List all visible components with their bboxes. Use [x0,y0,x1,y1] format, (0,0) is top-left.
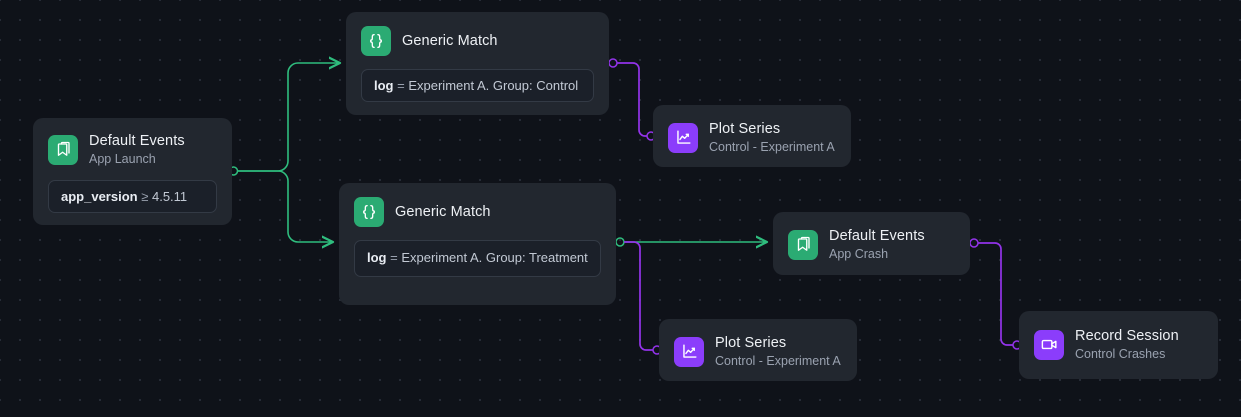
node-title: Plot Series [715,335,787,351]
node-title: Default Events [829,228,925,244]
condition-chip[interactable]: log = Experiment A. Group: Control [361,69,594,102]
node-titles: Plot Series Control - Experiment A [715,334,841,369]
node-header: Generic Match [354,197,601,227]
node-subtitle: App Crash [829,247,889,261]
chip-value: Experiment A. Group: Treatment [401,250,588,265]
chip-value: 4.5.11 [151,189,188,204]
node-titles: Default Events App Launch [89,132,185,167]
edge-match-control-to-plot-top [608,58,656,141]
chip-operator: = [397,78,405,93]
node-subtitle: Control Crashes [1075,347,1166,361]
edge-crash-to-record-session [969,238,1022,350]
node-titles: Record Session Control Crashes [1075,327,1179,362]
curly-braces-icon [361,26,391,56]
node-generic-match-control[interactable]: Generic Match log = Experiment A. Group:… [346,12,609,115]
node-default-events-crash[interactable]: Default Events App Crash [773,212,970,275]
node-header: Record Session Control Crashes [1034,327,1203,362]
node-titles: Plot Series Control - Experiment A [709,120,835,155]
node-title: Default Events [89,133,185,149]
node-header: Default Events App Crash [788,227,955,262]
condition-chip[interactable]: app_version ≥ 4.5.11 [48,180,217,213]
bookmark-icon [48,134,78,165]
chip-operator: ≥ [141,189,149,204]
node-header: Generic Match [361,26,594,56]
node-header: Default Events App Launch [48,132,217,167]
node-generic-match-treatment[interactable]: Generic Match log = Experiment A. Group:… [339,183,616,305]
edge-match-treatment-to-plot-bottom [624,241,662,355]
edge-launch-to-match-control [228,63,341,176]
node-header: Plot Series Control - Experiment A [674,334,842,369]
node-record-session[interactable]: Record Session Control Crashes [1019,311,1218,379]
node-plot-series-top[interactable]: Plot Series Control - Experiment A [653,105,851,167]
node-subtitle: App Launch [89,152,156,166]
node-titles: Default Events App Crash [829,227,925,262]
node-title: Record Session [1075,328,1179,344]
node-header: Plot Series Control - Experiment A [668,120,836,155]
chip-operator: = [390,250,398,265]
line-chart-icon [668,122,698,153]
video-camera-icon [1034,329,1064,360]
node-subtitle: Control - Experiment A [715,354,841,368]
node-titles: Generic Match [395,203,491,221]
node-titles: Generic Match [402,32,498,50]
chip-key: app_version [61,189,138,204]
edge-match-treatment-to-crash [615,238,767,246]
chip-key: log [374,78,394,93]
curly-braces-icon [354,197,384,227]
line-chart-icon [674,336,704,367]
condition-chip[interactable]: log = Experiment A. Group: Treatment [354,240,601,277]
node-plot-series-bottom[interactable]: Plot Series Control - Experiment A [659,319,857,381]
node-title: Generic Match [395,204,491,220]
node-title: Plot Series [709,121,781,137]
edge-launch-to-match-treatment [237,170,333,242]
node-default-events-launch[interactable]: Default Events App Launch app_version ≥ … [33,118,232,225]
node-subtitle: Control - Experiment A [709,140,835,154]
bookmark-icon [788,229,818,260]
chip-key: log [367,250,387,265]
node-title: Generic Match [402,33,498,49]
chip-value: Experiment A. Group: Control [408,78,579,93]
